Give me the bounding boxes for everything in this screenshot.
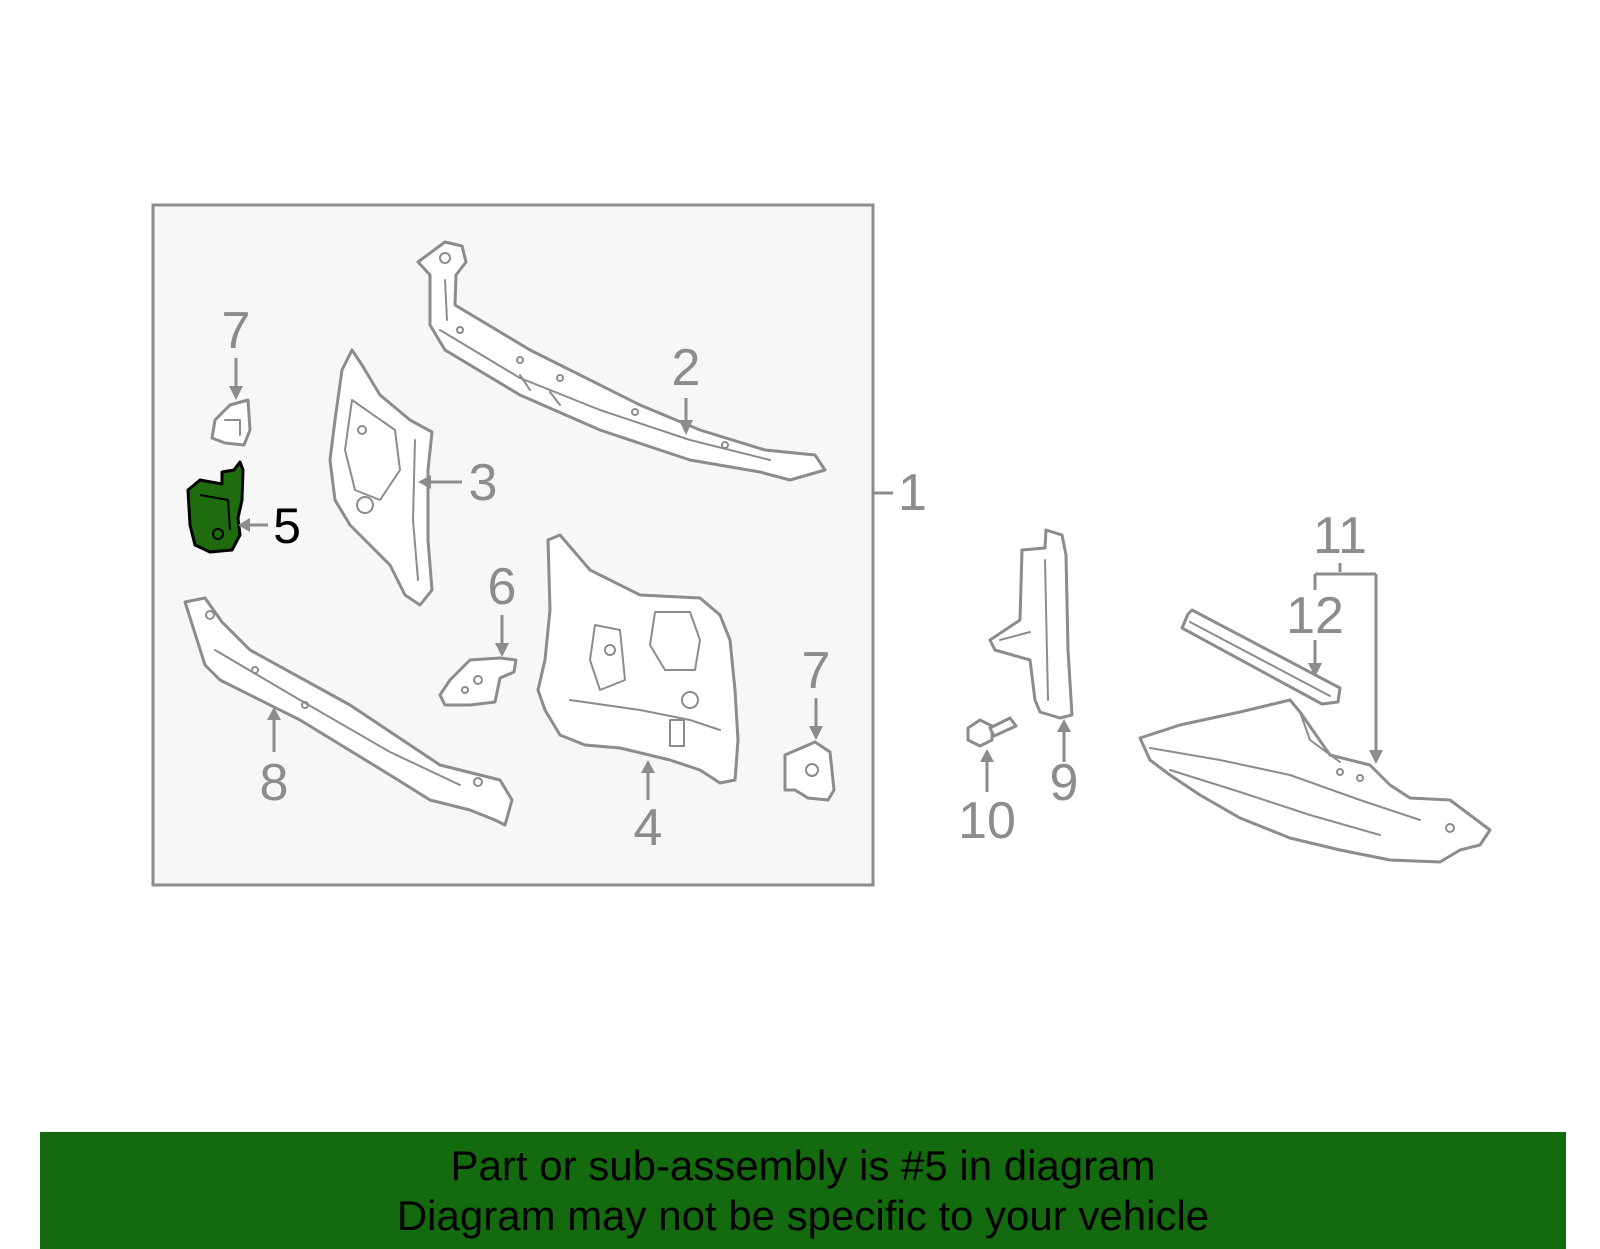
banner-line-part: Part or sub-assembly is #5 in diagram: [450, 1141, 1156, 1189]
callout-1: 1: [898, 464, 927, 522]
banner-line-disclaimer: Diagram may not be specific to your vehi…: [396, 1191, 1210, 1239]
callout-8: 8: [260, 754, 289, 812]
callout-10: 10: [958, 792, 1016, 850]
info-banner: Part or sub-assembly is #5 in diagram Di…: [40, 1132, 1566, 1249]
callout-4: 4: [634, 799, 663, 857]
part-3-side-support[interactable]: [328, 348, 434, 607]
part-10-bolt[interactable]: [966, 716, 1018, 748]
part-11-splash-shield[interactable]: [1138, 698, 1492, 864]
callout-9: 9: [1050, 754, 1079, 812]
callout-11: 11: [1313, 507, 1367, 565]
part-7-bracket-right[interactable]: [783, 740, 836, 802]
part-8-lower-support[interactable]: [183, 596, 514, 827]
callout-3: 3: [469, 454, 498, 512]
part-4-inner-panel[interactable]: [536, 533, 740, 785]
callout-12: 12: [1286, 587, 1344, 645]
callout-7-left: 7: [222, 302, 251, 360]
part-2-upper-support[interactable]: [416, 240, 827, 482]
assembly-box: [151, 203, 875, 887]
callout-7-right: 7: [802, 642, 831, 700]
parts-diagram: 1 2 3 4 5 6 7 7 8 9 10 11 12: [151, 203, 1492, 887]
callout-5: 5: [273, 498, 301, 554]
part-6-bracket[interactable]: [438, 656, 518, 707]
part-5-highlighted-bracket[interactable]: [186, 460, 245, 554]
leader-lines: [229, 358, 1383, 800]
callout-6: 6: [488, 558, 517, 616]
part-7-bracket-left[interactable]: [210, 398, 252, 447]
callout-2: 2: [672, 339, 701, 397]
part-12-seal[interactable]: [1180, 608, 1342, 706]
part-9-side-member[interactable]: [988, 528, 1074, 720]
